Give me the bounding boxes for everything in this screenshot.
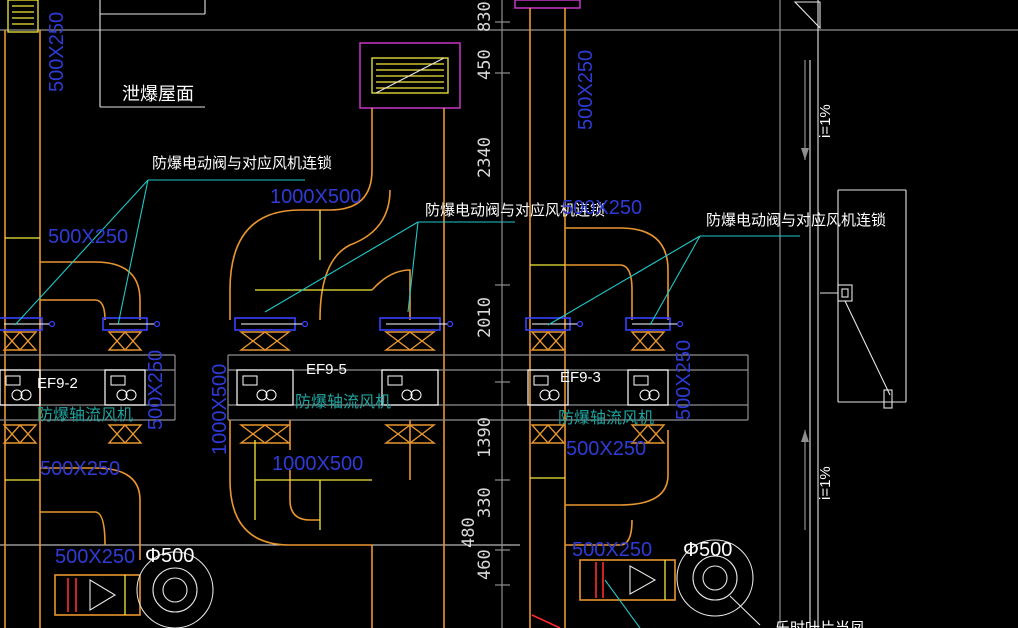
- slope-label: i=1%: [817, 466, 834, 500]
- dimension-text: 480: [459, 517, 479, 548]
- fan-blade-icon: [648, 389, 660, 401]
- transition-upper-inv: [630, 330, 666, 351]
- fan-motor-icon: [110, 375, 126, 386]
- damper-actuator-icon: [48, 320, 56, 328]
- dimension-line: [495, 0, 510, 628]
- duct-size-label: 500X250: [48, 226, 128, 248]
- dimension-text: 330: [475, 487, 495, 518]
- transition-upper-inv: [238, 331, 292, 351]
- duct-size-vertical: 1000X500: [209, 364, 231, 455]
- transition-lower-inv: [2, 423, 38, 444]
- duct-size-vertical: 500X250: [145, 350, 167, 430]
- duct-size-vertical: 500X250: [575, 50, 597, 130]
- damper-actuator-icon: [446, 320, 454, 328]
- dimension-text: 2010: [475, 297, 495, 338]
- transition-lower-inv: [107, 423, 143, 444]
- damper-bottom-left: [54, 551, 214, 628]
- transition-lower-inv: [630, 423, 666, 444]
- slope-arrows: [801, 60, 893, 530]
- fan-motor-icon: [387, 375, 403, 386]
- duct-size-label: 1000X500: [272, 453, 363, 475]
- fan-type-label: 防爆轴流风机: [295, 392, 391, 411]
- fan-type-label: 防爆轴流风机: [558, 408, 654, 427]
- dimension-text: 1390: [475, 417, 495, 458]
- dimension-text: 2340: [475, 137, 495, 178]
- duct-size-vertical: 500X250: [673, 340, 695, 420]
- damper-actuator-icon: [576, 320, 584, 328]
- interlock-note-3: 防爆电动阀与对应风机连锁: [706, 211, 886, 229]
- fan-motor-icon: [242, 375, 258, 386]
- damper-actuator-icon: [676, 320, 684, 328]
- damper-actuator-icon: [301, 320, 309, 328]
- duct-size-label: 500X250: [55, 546, 135, 568]
- fan-blade-icon: [256, 389, 268, 401]
- transition-upper-inv: [2, 330, 38, 351]
- fan-blade-icon: [125, 389, 137, 401]
- duct-size-label: 500X250: [40, 458, 120, 480]
- axial-fan-body: [527, 369, 569, 406]
- fan-blade-icon: [548, 389, 560, 401]
- fan-blade-icon: [265, 389, 277, 401]
- axial-fan-body: [236, 369, 294, 406]
- fan-blade-icon: [539, 389, 551, 401]
- transition-upper-inv: [383, 331, 437, 351]
- duct-size-label: 500X250: [562, 197, 642, 219]
- transition-upper-inv: [530, 330, 566, 351]
- fan-motor-icon: [5, 375, 21, 386]
- fan-blade-icon: [116, 389, 128, 401]
- partial-note: 乐时叶片当凤: [775, 620, 865, 628]
- transition-lower-inv: [530, 423, 566, 444]
- axial-fan-body: [381, 369, 439, 406]
- dimension-text: 830: [475, 1, 495, 32]
- fan-blade-icon: [11, 389, 23, 401]
- round-duct-label: Φ500: [145, 545, 194, 567]
- axial-fan-body: [0, 369, 41, 406]
- fan-blade-icon: [20, 389, 32, 401]
- fan-motor-icon: [633, 375, 649, 386]
- transition-upper-inv: [107, 330, 143, 351]
- damper-actuator-icon: [153, 320, 161, 328]
- fan-tag: EF9-5: [306, 361, 347, 378]
- duct-size-label: 500X250: [572, 539, 652, 561]
- interlock-note-2: 防爆电动阀与对应风机连锁: [425, 201, 605, 219]
- interlock-note-1: 防爆电动阀与对应风机连锁: [152, 154, 332, 172]
- duct-size-label: 500X250: [566, 438, 646, 460]
- fan-tag: EF9-3: [560, 369, 601, 386]
- round-duct-label: Φ500: [683, 539, 732, 561]
- roof-label: 泄爆屋面: [122, 84, 194, 104]
- fan-tag: EF9-2: [37, 375, 78, 392]
- duct-size-vertical: 500X250: [46, 12, 68, 92]
- transition-lower-inv: [238, 424, 292, 444]
- fan-blade-icon: [401, 389, 413, 401]
- exhaust-hood-center: [229, 42, 461, 628]
- leader-lines: [14, 179, 800, 326]
- fan-blade-icon: [639, 389, 651, 401]
- dimension-text: 460: [475, 549, 495, 580]
- axial-fan-body: [627, 369, 669, 406]
- fan-type-label: 防爆轴流风机: [37, 405, 133, 424]
- slope-label: i=1%: [817, 104, 834, 138]
- damper-bottom-right: [531, 539, 761, 628]
- fan-units: [0, 317, 684, 445]
- duct-size-label: 1000X500: [270, 186, 361, 208]
- dimension-text: 450: [475, 49, 495, 80]
- axial-fan-body: [104, 369, 146, 406]
- fan-blade-icon: [410, 389, 422, 401]
- fan-motor-icon: [533, 375, 549, 386]
- lower-ducts: [5, 420, 565, 628]
- left-duct: [4, 0, 141, 628]
